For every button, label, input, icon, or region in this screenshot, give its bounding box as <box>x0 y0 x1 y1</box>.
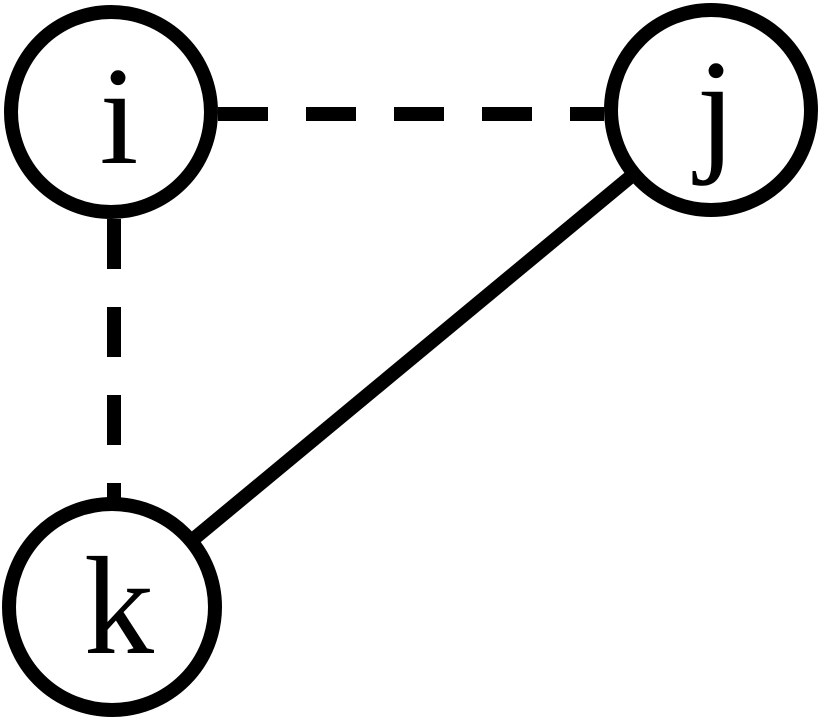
node-i-label: i <box>100 39 139 194</box>
node-i-circle <box>4 5 218 219</box>
node-k-circle <box>2 497 222 717</box>
node-k-label: k <box>84 529 154 684</box>
node-j-circle <box>604 3 818 217</box>
node-j-label: j <box>692 32 736 187</box>
edge-j-k-solid <box>191 172 634 543</box>
